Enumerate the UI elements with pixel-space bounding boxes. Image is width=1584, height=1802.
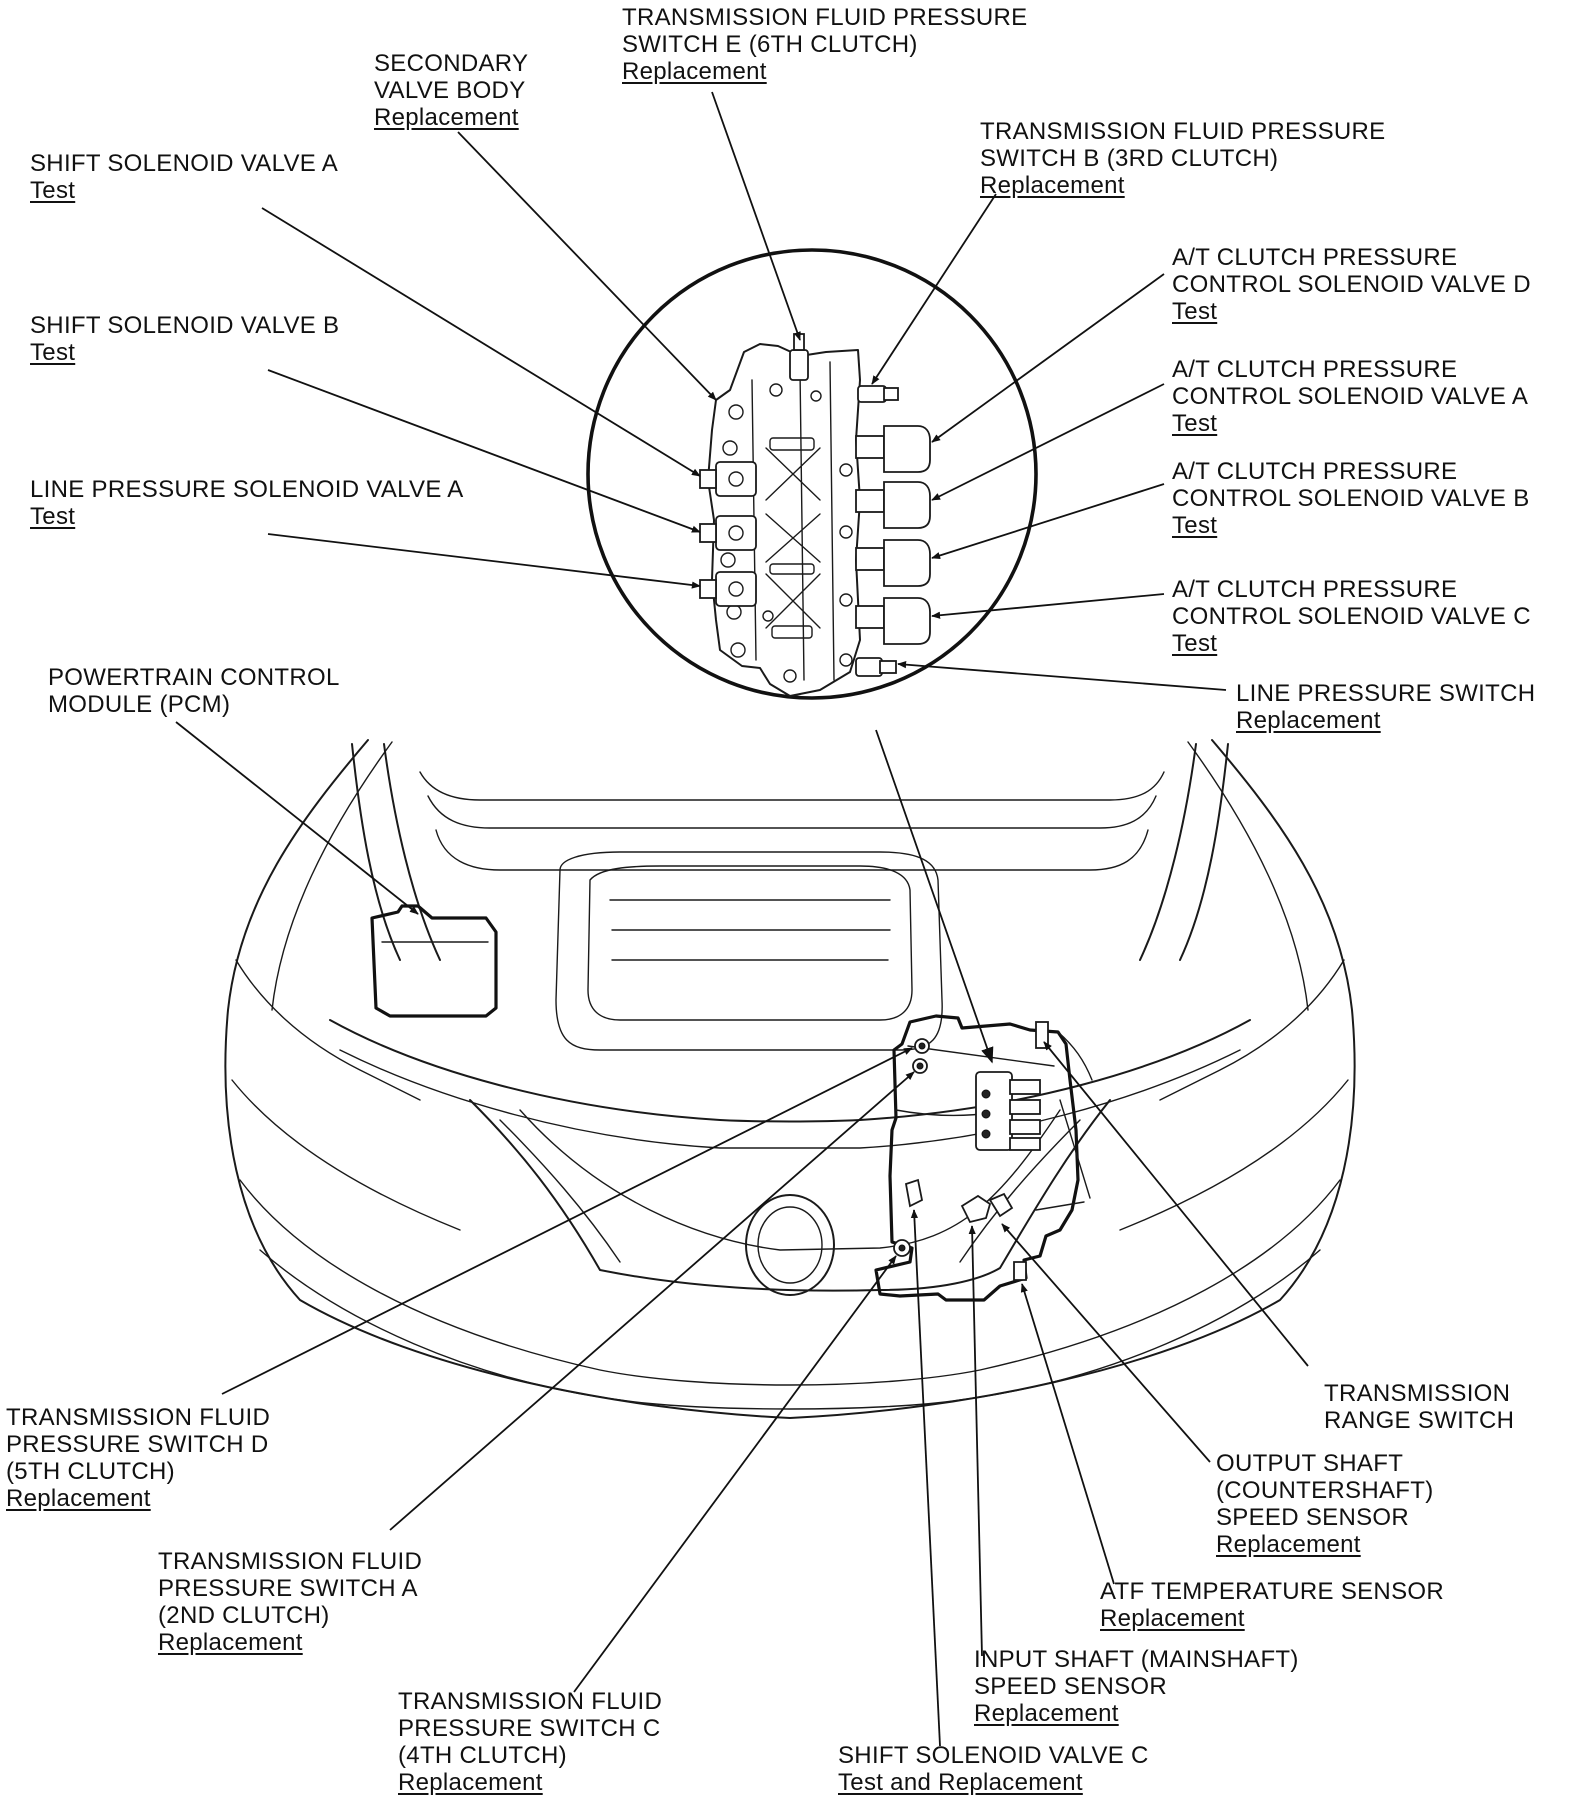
callout-text: CONTROL SOLENOID VALVE A: [1172, 383, 1529, 410]
callout-lpsv-a: LINE PRESSURE SOLENOID VALVE A Test: [30, 476, 464, 530]
callout-text: SPEED SENSOR: [974, 1673, 1167, 1700]
callout-text: CONTROL SOLENOID VALVE B: [1172, 485, 1530, 512]
atcpcsv-a-test-link[interactable]: Test: [1172, 410, 1218, 437]
callout-text: SHIFT SOLENOID VALVE A: [30, 150, 339, 177]
callout-line-pressure-switch: LINE PRESSURE SWITCH Replacement: [1236, 680, 1535, 734]
callout-text: A/T CLUTCH PRESSURE: [1172, 244, 1458, 271]
iss-replacement-link[interactable]: Replacement: [974, 1700, 1119, 1727]
callout-text: INPUT SHAFT (MAINSHAFT): [974, 1646, 1299, 1673]
secondary-valve-body-detail: [699, 333, 931, 697]
callout-text: TRANSMISSION: [1324, 1380, 1511, 1407]
callout-text: A/T CLUTCH PRESSURE: [1172, 576, 1458, 603]
tfps-c-replacement-link[interactable]: Replacement: [398, 1769, 543, 1796]
callout-text: (2ND CLUTCH): [158, 1602, 330, 1629]
callout-tfps-e: TRANSMISSION FLUID PRESSURE SWITCH E (6T…: [622, 4, 1028, 85]
callout-text: POWERTRAIN CONTROL: [48, 664, 340, 691]
callout-pcm: POWERTRAIN CONTROL MODULE (PCM): [48, 664, 340, 718]
tfps-d-replacement-link[interactable]: Replacement: [6, 1485, 151, 1512]
secondary-valve-body-replacement-link[interactable]: Replacement: [374, 104, 519, 131]
callout-trs: TRANSMISSION RANGE SWITCH: [1324, 1380, 1514, 1434]
vehicle-outline: [224, 739, 1356, 1419]
callout-text: SWITCH E (6TH CLUTCH): [622, 31, 918, 58]
solenoid-stack: [855, 425, 931, 677]
callout-text: TRANSMISSION FLUID PRESSURE: [622, 4, 1028, 31]
callout-text: VALVE BODY: [374, 77, 526, 104]
detail-circle: [586, 248, 1038, 700]
left-solenoids: [699, 461, 757, 607]
callout-text: LINE PRESSURE SOLENOID VALVE A: [30, 476, 464, 503]
callout-secondary-valve-body: SECONDARY VALVE BODY Replacement: [374, 50, 528, 131]
callout-atcpcsv-a: A/T CLUTCH PRESSURE CONTROL SOLENOID VAL…: [1172, 356, 1528, 437]
line-pressure-switch-replacement-link[interactable]: Replacement: [1236, 707, 1381, 734]
callout-text: TRANSMISSION FLUID: [398, 1688, 663, 1715]
callout-text: SECONDARY: [374, 50, 529, 77]
callout-text: SHIFT SOLENOID VALVE B: [30, 312, 340, 339]
callout-iss: INPUT SHAFT (MAINSHAFT) SPEED SENSOR Rep…: [974, 1646, 1299, 1727]
tfps-e-replacement-link[interactable]: Replacement: [622, 58, 767, 85]
callout-text: (4TH CLUTCH): [398, 1742, 567, 1769]
callout-text: TRANSMISSION FLUID: [6, 1404, 271, 1431]
ssv-c-test-and-replacement-link[interactable]: Test and Replacement: [838, 1769, 1083, 1796]
callout-tfps-d: TRANSMISSION FLUID PRESSURE SWITCH D (5T…: [6, 1404, 270, 1512]
lpsv-a-test-link[interactable]: Test: [30, 503, 76, 530]
callout-text: ATF TEMPERATURE SENSOR: [1100, 1578, 1444, 1605]
callout-text: CONTROL SOLENOID VALVE C: [1172, 603, 1531, 630]
callout-tfps-c: TRANSMISSION FLUID PRESSURE SWITCH C (4T…: [398, 1688, 662, 1796]
tfps-b-replacement-link[interactable]: Replacement: [980, 172, 1125, 199]
callout-oss: OUTPUT SHAFT (COUNTERSHAFT) SPEED SENSOR…: [1216, 1450, 1434, 1558]
callout-ssv-b: SHIFT SOLENOID VALVE B Test: [30, 312, 339, 366]
callout-text: LINE PRESSURE SWITCH: [1236, 680, 1536, 707]
transmission-case: [874, 1014, 1093, 1302]
callout-atcpcsv-c: A/T CLUTCH PRESSURE CONTROL SOLENOID VAL…: [1172, 576, 1531, 657]
leader-lines: [175, 91, 1309, 1747]
callout-atf-temp: ATF TEMPERATURE SENSOR Replacement: [1100, 1578, 1444, 1632]
ssv-b-test-link[interactable]: Test: [30, 339, 76, 366]
atcpcsv-b-test-link[interactable]: Test: [1172, 512, 1218, 539]
callout-text: MODULE (PCM): [48, 691, 231, 718]
callout-text: CONTROL SOLENOID VALVE D: [1172, 271, 1531, 298]
callout-tfps-a: TRANSMISSION FLUID PRESSURE SWITCH A (2N…: [158, 1548, 422, 1656]
atcpcsv-c-test-link[interactable]: Test: [1172, 630, 1218, 657]
callout-text: A/T CLUTCH PRESSURE: [1172, 458, 1458, 485]
tfps-a-replacement-link[interactable]: Replacement: [158, 1629, 303, 1656]
callout-text: TRANSMISSION FLUID: [158, 1548, 423, 1575]
transmission-sensors: [893, 1021, 1049, 1281]
atf-temp-replacement-link[interactable]: Replacement: [1100, 1605, 1245, 1632]
callout-text: SPEED SENSOR: [1216, 1504, 1409, 1531]
callout-text: SHIFT SOLENOID VALVE C: [838, 1742, 1149, 1769]
valve-body-in-vehicle: [975, 1071, 1041, 1151]
callout-atcpcsv-b: A/T CLUTCH PRESSURE CONTROL SOLENOID VAL…: [1172, 458, 1530, 539]
atcpcsv-d-test-link[interactable]: Test: [1172, 298, 1218, 325]
callout-text: RANGE SWITCH: [1324, 1407, 1515, 1434]
oss-replacement-link[interactable]: Replacement: [1216, 1531, 1361, 1558]
callout-tfps-b: TRANSMISSION FLUID PRESSURE SWITCH B (3R…: [980, 118, 1386, 199]
pcm-module: [370, 904, 498, 1018]
ssv-a-test-link[interactable]: Test: [30, 177, 76, 204]
callout-text: OUTPUT SHAFT: [1216, 1450, 1404, 1477]
callout-text: SWITCH B (3RD CLUTCH): [980, 145, 1279, 172]
callout-text: A/T CLUTCH PRESSURE: [1172, 356, 1458, 383]
callout-text: TRANSMISSION FLUID PRESSURE: [980, 118, 1386, 145]
callout-text: PRESSURE SWITCH D: [6, 1431, 269, 1458]
callout-text: PRESSURE SWITCH C: [398, 1715, 661, 1742]
callout-ssv-c: SHIFT SOLENOID VALVE C Test and Replacem…: [838, 1742, 1149, 1796]
callout-text: (COUNTERSHAFT): [1216, 1477, 1434, 1504]
callout-ssv-a: SHIFT SOLENOID VALVE A Test: [30, 150, 338, 204]
callout-text: (5TH CLUTCH): [6, 1458, 175, 1485]
callout-text: PRESSURE SWITCH A: [158, 1575, 418, 1602]
callout-atcpcsv-d: A/T CLUTCH PRESSURE CONTROL SOLENOID VAL…: [1172, 244, 1531, 325]
